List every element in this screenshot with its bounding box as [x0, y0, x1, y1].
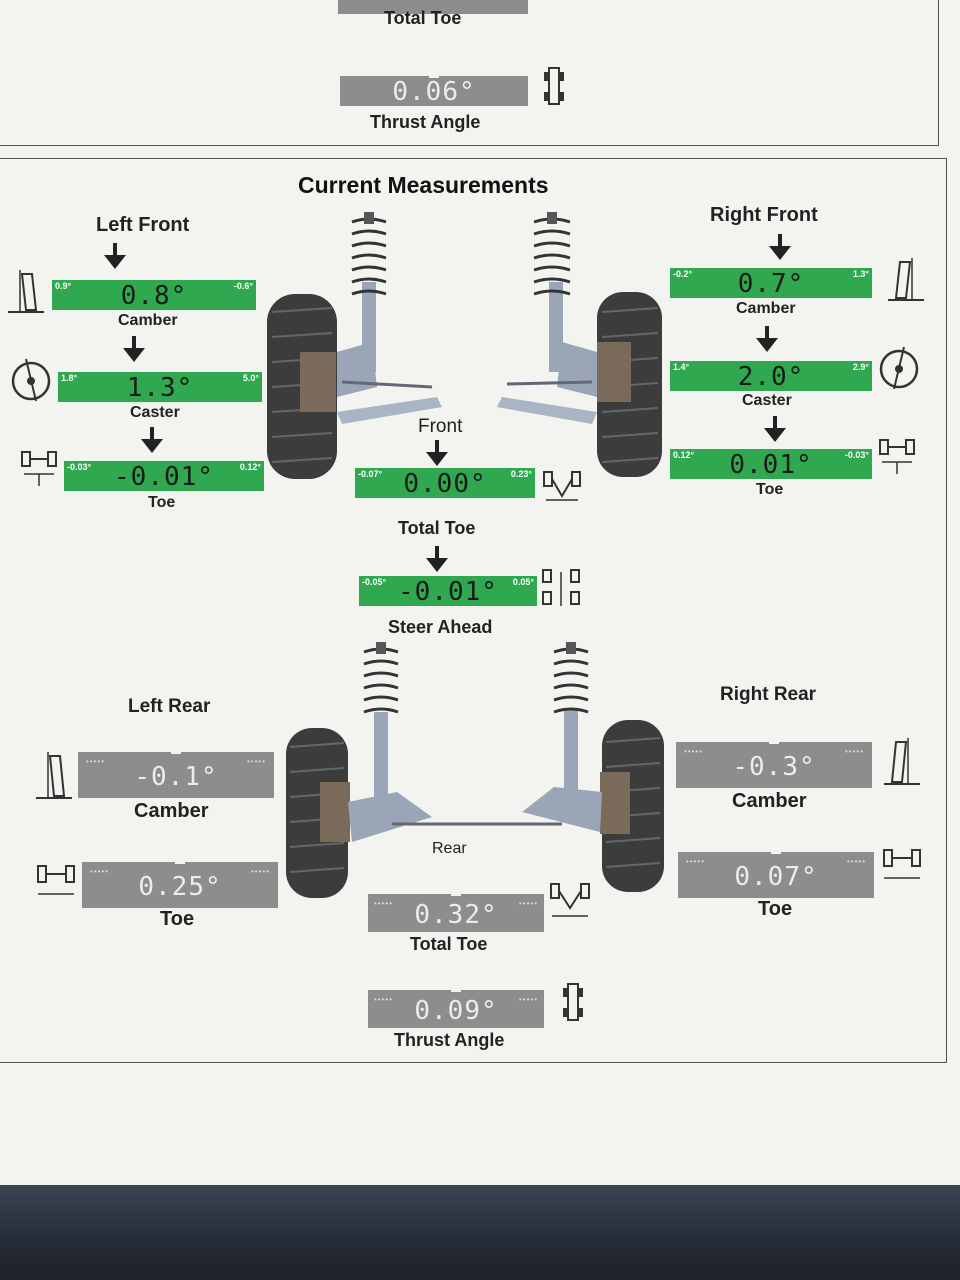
left-rear-camber-meter: •••••••••• -0.1° — [78, 746, 274, 798]
right-front-caster-label: Caster — [742, 392, 792, 409]
rear-thrust-angle-value: 0.09° — [414, 996, 498, 1026]
steer-ahead-label: Steer Ahead — [388, 617, 493, 637]
right-front-toe-min: 0.12° — [673, 450, 695, 460]
steer-ahead-icon — [542, 569, 580, 606]
section-title: Current Measurements — [298, 172, 549, 198]
thrust-car-icon — [544, 67, 564, 105]
rear-thrust-angle-label: Thrust Angle — [394, 1030, 505, 1050]
left-front-toe-meter: -0.03° 0.12° -0.01° — [64, 455, 264, 492]
steer-ahead-max: 0.05° — [512, 577, 534, 587]
right-rear-camber-label: Camber — [732, 790, 807, 812]
right-front-title: Right Front — [710, 204, 818, 226]
toe-icon — [21, 451, 57, 486]
left-front-toe-label: Toe — [148, 494, 176, 511]
rear-label: Rear — [432, 840, 467, 857]
left-front-camber-label: Camber — [118, 312, 178, 329]
total-toe-icon-rear — [550, 883, 590, 917]
left-front-title: Left Front — [96, 214, 190, 236]
left-front-toe-min: -0.03° — [67, 462, 92, 472]
prev-thrust-angle-label: Thrust Angle — [370, 112, 481, 132]
rear-suspension-illustration — [286, 642, 664, 898]
left-front-caster-max: 5.0° — [242, 373, 259, 383]
thrust-car-icon-rear — [563, 983, 583, 1021]
front-total-toe-meter: -0.07° 0.23° 0.00° — [355, 462, 535, 499]
right-rear-camber-value: -0.3° — [732, 752, 816, 782]
toe-icon-rear-right — [883, 849, 921, 879]
left-front-camber-meter: 0.9° -0.6° 0.8° — [52, 274, 256, 311]
left-front-camber-min: 0.9° — [55, 281, 72, 291]
left-rear-toe-label: Toe — [160, 908, 195, 930]
right-front-toe-value: 0.01° — [729, 450, 813, 480]
right-rear-title: Right Rear — [720, 684, 817, 705]
rear-total-toe-value: 0.32° — [414, 900, 498, 930]
rear-total-toe-label: Total Toe — [410, 934, 488, 954]
front-total-toe-min: -0.07° — [358, 469, 383, 479]
prev-thrust-angle-value: 0.06° — [392, 77, 476, 107]
right-rear-toe-label: Toe — [758, 898, 793, 920]
prev-total-toe-label: Total Toe — [384, 8, 462, 28]
left-front-caster-label: Caster — [130, 404, 180, 421]
right-rear-camber-meter: •••••••••• -0.3° — [676, 736, 872, 788]
caster-icon — [11, 358, 51, 402]
front-suspension-illustration — [267, 212, 662, 479]
camber-icon-right — [888, 258, 924, 301]
left-front-camber-max: -0.6° — [233, 281, 253, 291]
toe-icon-rear-left — [37, 865, 75, 895]
right-front-caster-min: 1.4° — [673, 362, 690, 372]
left-rear-camber-value: -0.1° — [134, 762, 218, 792]
front-total-toe-value: 0.00° — [403, 469, 487, 499]
right-rear-toe-value: 0.07° — [734, 862, 818, 892]
rear-total-toe-meter: •••••••••• 0.32° — [368, 888, 544, 932]
right-front-caster-max: 2.9° — [852, 362, 869, 372]
right-front-toe-max: -0.03° — [844, 450, 869, 460]
front-label: Front — [418, 416, 463, 437]
right-front-camber-min: -0.2° — [673, 269, 693, 279]
left-front-caster-meter: 1.8° 5.0° 1.3° — [58, 366, 262, 403]
caster-icon-right — [879, 346, 919, 390]
right-front-camber-value: 0.7° — [737, 269, 805, 299]
left-front-caster-min: 1.8° — [61, 373, 78, 383]
steer-ahead-min: -0.05° — [362, 577, 387, 587]
previous-section-frame — [0, 0, 939, 146]
steer-ahead-meter: -0.05° 0.05° -0.01° — [359, 570, 537, 607]
right-front-camber-label: Camber — [736, 300, 796, 317]
rear-thrust-angle-meter: •••••••••• 0.09° — [368, 984, 544, 1028]
prev-thrust-angle-meter: 0.06° — [340, 70, 528, 107]
camber-icon-rear-right — [884, 738, 920, 785]
front-total-toe-max: 0.23° — [510, 469, 532, 479]
right-front-caster-value: 2.0° — [737, 362, 805, 392]
toe-icon-right — [879, 439, 915, 474]
right-front-caster-meter: 1.4° 2.9° 2.0° — [670, 355, 872, 392]
right-front-camber-max: 1.3° — [852, 269, 869, 279]
fabric-background — [0, 1185, 960, 1280]
left-rear-toe-meter: •••••••••• 0.25° — [82, 856, 278, 908]
front-total-toe-label: Total Toe — [398, 518, 476, 538]
steer-ahead-value: -0.01° — [398, 577, 498, 607]
camber-icon-rear-left — [36, 752, 72, 799]
total-toe-icon — [543, 471, 581, 501]
alignment-printout: Total Toe 0.06° Thrust Angle Current Mea… — [0, 0, 960, 1185]
left-rear-title: Left Rear — [128, 696, 211, 717]
right-front-camber-meter: -0.2° 1.3° 0.7° — [670, 262, 872, 299]
left-front-toe-value: -0.01° — [114, 462, 214, 492]
left-rear-toe-value: 0.25° — [138, 872, 222, 902]
left-front-caster-value: 1.3° — [126, 373, 194, 403]
right-front-toe-label: Toe — [756, 481, 784, 498]
right-rear-toe-meter: •••••••••• 0.07° — [678, 846, 874, 898]
prev-total-toe-meter — [338, 0, 528, 14]
left-rear-camber-label: Camber — [134, 800, 209, 822]
left-front-camber-value: 0.8° — [120, 281, 188, 311]
current-measurements-frame — [0, 158, 947, 1063]
camber-icon — [8, 270, 44, 313]
left-front-toe-max: 0.12° — [239, 462, 261, 472]
right-front-toe-meter: 0.12° -0.03° 0.01° — [670, 443, 872, 480]
